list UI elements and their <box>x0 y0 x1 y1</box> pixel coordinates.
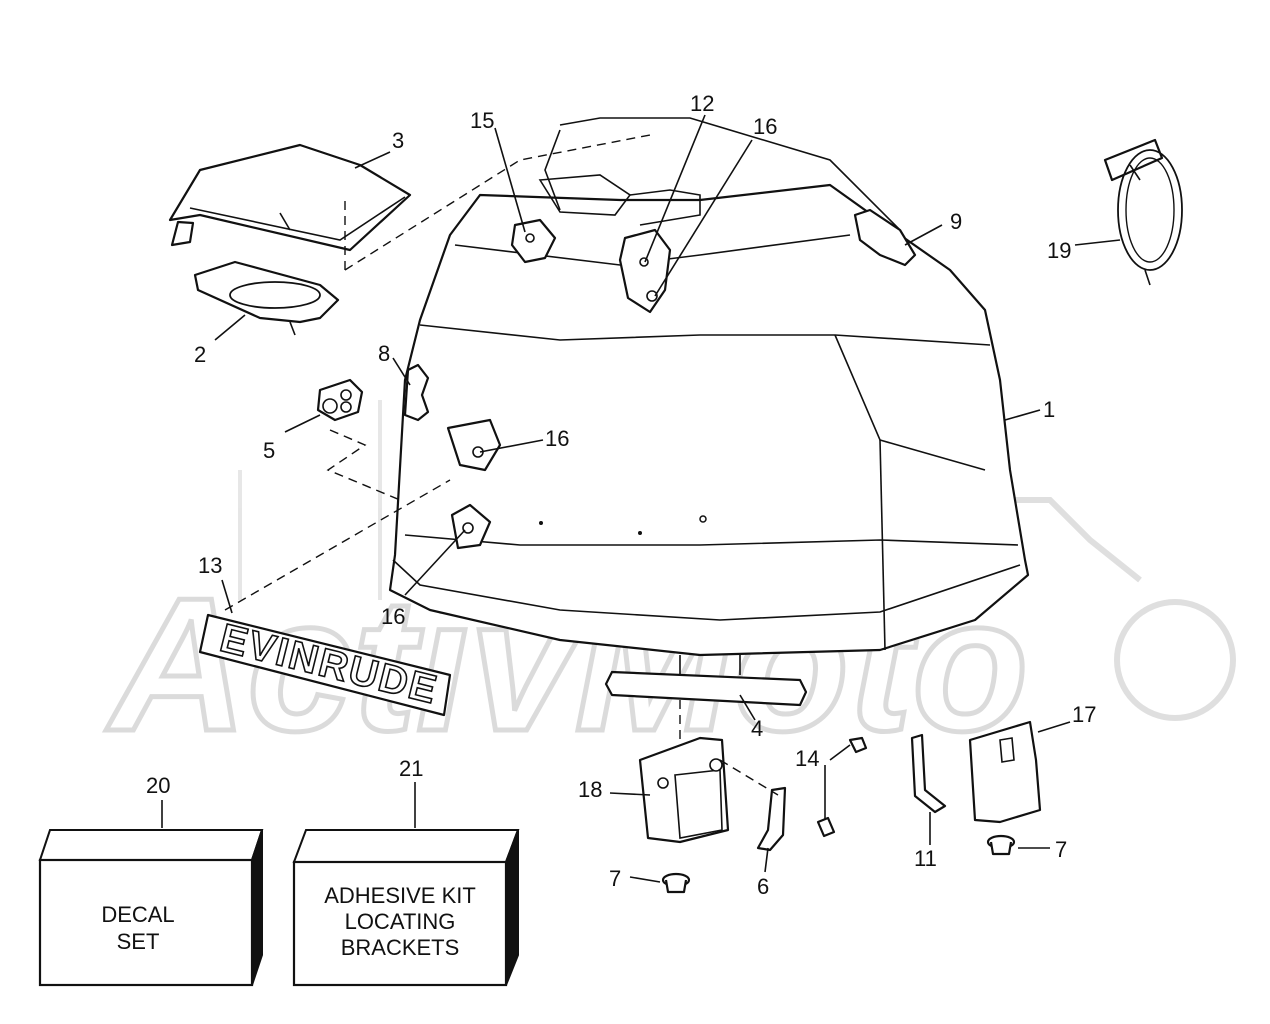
callout-8: 8 <box>378 341 390 366</box>
callout-18: 18 <box>578 777 602 802</box>
callout-1: 1 <box>1043 397 1055 422</box>
callout-15: 15 <box>470 108 494 133</box>
callout-13: 13 <box>198 553 222 578</box>
callout-16-middle: 16 <box>545 426 569 451</box>
callout-16-bottom: 16 <box>381 604 405 629</box>
callout-9: 9 <box>950 209 962 234</box>
cover-part-3 <box>168 143 412 252</box>
callout-7-left: 7 <box>609 866 621 891</box>
adhesive-kit-box-part-21: ADHESIVE KIT LOCATING BRACKETS <box>292 829 520 987</box>
decal-set-box-part-20: DECAL SET <box>38 829 264 987</box>
callout-11: 11 <box>914 846 937 871</box>
grommet-part-7-left <box>661 872 691 894</box>
callout-20: 20 <box>146 773 170 798</box>
callout-3: 3 <box>392 128 404 153</box>
assembly-lines <box>224 134 779 796</box>
callout-5: 5 <box>263 438 275 463</box>
leader-lines <box>161 114 1121 883</box>
callout-4: 4 <box>751 716 763 741</box>
callout-21: 21 <box>399 756 423 781</box>
decal-kit-line2: SET <box>117 929 160 954</box>
callout-7-right: 7 <box>1055 837 1067 862</box>
latch-part-5 <box>316 378 364 422</box>
adhesive-kit-line3: BRACKETS <box>341 935 460 960</box>
vent-ring-part-2 <box>193 260 340 336</box>
bracket-part-11 <box>910 733 947 814</box>
seal-part-8 <box>403 363 430 422</box>
callout-17: 17 <box>1072 702 1096 727</box>
bracket-part-6 <box>756 786 787 852</box>
strip-part-4 <box>604 670 808 707</box>
callout-numbers: 1 2 3 4 5 6 7 7 8 9 11 12 13 14 15 16 16… <box>146 91 1096 899</box>
callout-2: 2 <box>194 342 206 367</box>
callout-16-top: 16 <box>753 114 777 139</box>
motor-cover-part-1 <box>388 117 1030 675</box>
adhesive-kit-line1: ADHESIVE KIT <box>324 883 476 908</box>
callout-19: 19 <box>1047 238 1071 263</box>
callout-6: 6 <box>757 874 769 899</box>
seal-part-9 <box>853 208 917 267</box>
cable-part-19 <box>1103 138 1183 286</box>
bracket-part-18 <box>638 736 730 844</box>
decal-kit-line1: DECAL <box>101 902 174 927</box>
adhesive-kit-line2: LOCATING <box>345 909 456 934</box>
grommet-part-7-right <box>986 834 1016 856</box>
callout-14: 14 <box>795 746 819 771</box>
callout-12: 12 <box>690 91 714 116</box>
plate-part-17 <box>968 720 1042 824</box>
plate-part-16-upper <box>446 418 502 472</box>
